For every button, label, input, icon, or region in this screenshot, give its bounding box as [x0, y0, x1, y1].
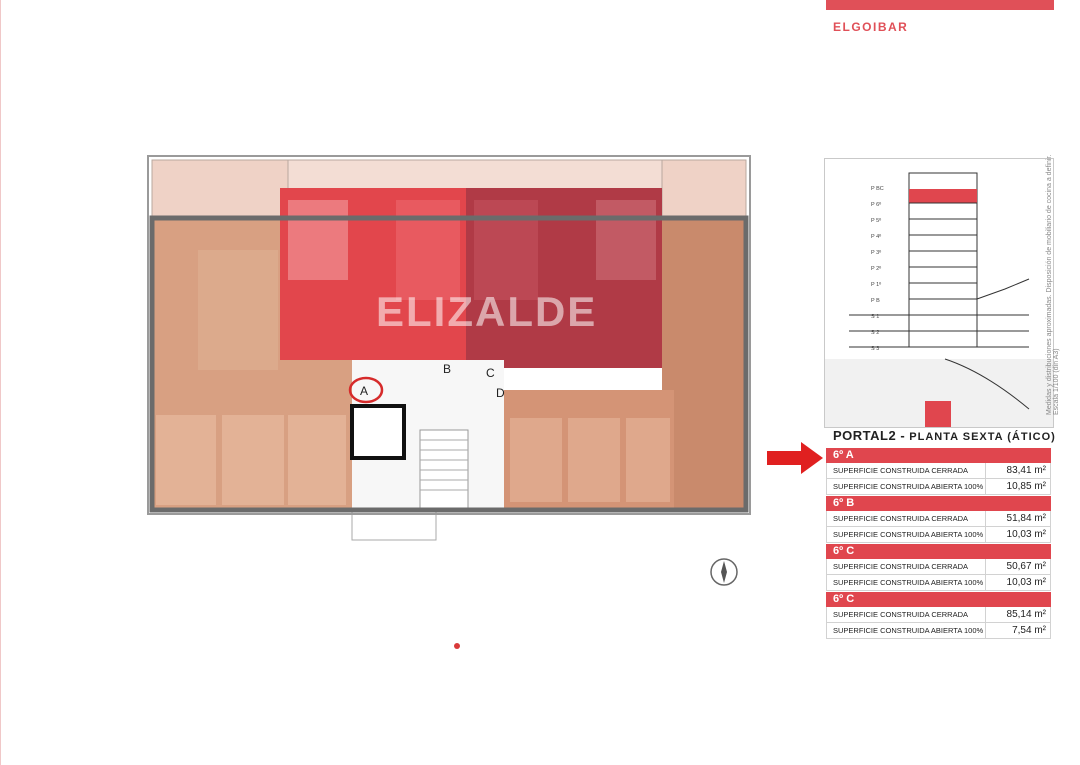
unit-label-a: A [360, 384, 368, 398]
table-row: SUPERFICIE CONSTRUIDA CERRADA 83,41 m² [826, 463, 1051, 479]
row-label: SUPERFICIE CONSTRUIDA CERRADA [827, 559, 986, 574]
plan-outline [147, 155, 751, 515]
row-value: 10,85 m² [1006, 481, 1046, 492]
unit-a-highlight-ring [348, 376, 384, 404]
row-value: 85,14 m² [1006, 609, 1046, 620]
unit-a-living [198, 250, 278, 370]
compass-icon [708, 556, 740, 588]
portal-name: PORTAL2 [833, 428, 897, 443]
floor-label: P 5º [871, 218, 882, 224]
unit-label-d: D [496, 386, 505, 400]
surface-table: 6º A SUPERFICIE CONSTRUIDA CERRADA 83,41 … [826, 447, 1051, 639]
row-label: SUPERFICIE CONSTRUIDA ABIERTA 100% [827, 575, 986, 590]
scale-note: Escala 1/100 (din A3) [1053, 348, 1060, 415]
unit-header: 6º C [826, 592, 1051, 607]
unit-a-room-2 [222, 415, 284, 505]
unit-d-room-1 [510, 418, 562, 502]
floor-label: P 4º [871, 234, 882, 240]
row-label: SUPERFICIE CONSTRUIDA ABIERTA 100% [827, 623, 986, 638]
unit-a-room-3 [288, 415, 346, 505]
measurements-note: Medidas y distribuciones aproximadas. Di… [1046, 154, 1053, 415]
row-label: SUPERFICIE CONSTRUIDA CERRADA [827, 463, 986, 478]
unit-d-area [662, 218, 746, 510]
terrace-right [661, 159, 747, 219]
unit-d-room-2 [568, 418, 620, 502]
exterior-wall [149, 215, 749, 513]
row-label: SUPERFICIE CONSTRUIDA ABIERTA 100% [827, 527, 986, 542]
floor-label: S 3 [871, 346, 880, 352]
floor-label: P BC [871, 186, 884, 192]
floor-labels: P BC P 6º P 5º P 4º P 3º P 2º P 1º P B S… [871, 181, 884, 357]
row-label: SUPERFICIE CONSTRUIDA CERRADA [827, 607, 986, 622]
unit-header: 6º B [826, 496, 1051, 511]
entrance-balcony [351, 511, 437, 541]
table-row: SUPERFICIE CONSTRUIDA CERRADA 51,84 m² [826, 511, 1051, 527]
floor-plan: ELIZALDE A B C D [138, 150, 758, 550]
unit-d-room-3 [626, 418, 670, 502]
section-drawing [825, 172, 1053, 427]
unit-label-c: C [486, 366, 495, 380]
floor-label: S 2 [871, 330, 880, 336]
row-value: 83,41 m² [1006, 465, 1046, 476]
unit-header: 6º A [826, 448, 1051, 463]
unit-b-living [396, 200, 460, 300]
floor-label: P B [871, 298, 880, 304]
row-value: 10,03 m² [1006, 529, 1046, 540]
table-row: SUPERFICIE CONSTRUIDA CERRADA 85,14 m² [826, 607, 1051, 623]
building-section: P BC P 6º P 5º P 4º P 3º P 2º P 1º P B S… [824, 158, 1054, 428]
row-value: 10,03 m² [1006, 577, 1046, 588]
floor-plan-drawing: ELIZALDE A B C D [147, 155, 751, 541]
floor-label: P 3º [871, 250, 882, 256]
unit-b-bedroom [288, 200, 348, 280]
marker-dot [454, 643, 460, 649]
portal-title: PORTAL2 - PLANTA SEXTA (ÁTICO) [833, 428, 1056, 443]
floor-label: P 6º [871, 202, 882, 208]
top-accent-band [826, 0, 1054, 10]
floor-label: P 2º [871, 266, 882, 272]
row-label: SUPERFICIE CONSTRUIDA CERRADA [827, 511, 986, 526]
table-row: SUPERFICIE CONSTRUIDA CERRADA 50,67 m² [826, 559, 1051, 575]
table-row: SUPERFICIE CONSTRUIDA ABIERTA 100% 10,03 … [826, 527, 1051, 543]
table-row: SUPERFICIE CONSTRUIDA ABIERTA 100% 10,03 … [826, 575, 1051, 591]
arrow-right-icon [767, 442, 823, 474]
page-edge-rule [0, 0, 1, 765]
floor-label: P 1º [871, 282, 882, 288]
unit-c-bedroom [596, 200, 656, 280]
terrace-left [151, 159, 289, 219]
elevator [350, 404, 406, 460]
row-value: 7,54 m² [1012, 625, 1046, 636]
unit-header: 6º C [826, 544, 1051, 559]
unit-c-living [474, 200, 538, 300]
row-value: 50,67 m² [1006, 561, 1046, 572]
stair-treads [420, 439, 468, 491]
table-row: SUPERFICIE CONSTRUIDA ABIERTA 100% 7,54 m… [826, 623, 1051, 639]
table-row: SUPERFICIE CONSTRUIDA ABIERTA 100% 10,85 … [826, 479, 1051, 495]
row-label: SUPERFICIE CONSTRUIDA ABIERTA 100% [827, 479, 986, 494]
brand-title: ELGOIBAR [833, 20, 909, 34]
side-note: Medidas y distribuciones aproximadas. Di… [1046, 155, 1060, 415]
watermark-text: ELIZALDE [376, 288, 597, 335]
unit-label-b: B [443, 362, 451, 376]
terrace-top [287, 159, 663, 191]
unit-a-room-1 [156, 415, 216, 505]
floor-label: S 1 [871, 314, 880, 320]
row-value: 51,84 m² [1006, 513, 1046, 524]
portal-subtitle: PLANTA SEXTA (ÁTICO) [909, 431, 1056, 443]
